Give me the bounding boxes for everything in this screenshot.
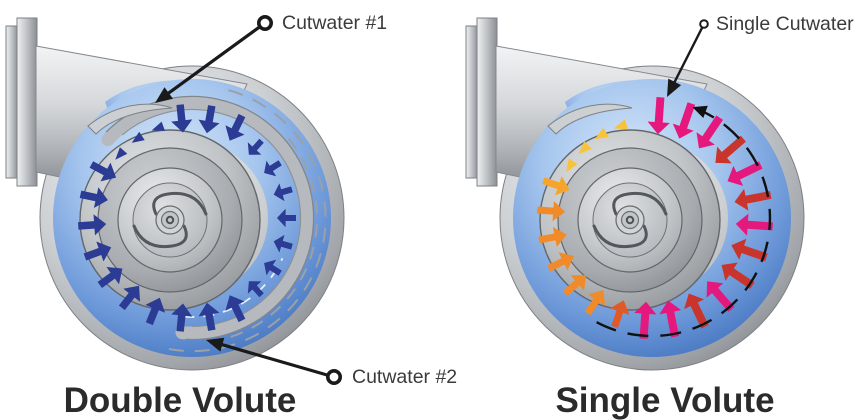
flow-arrow [115, 147, 128, 160]
cutwater-1-label: Cutwater #1 [282, 12, 388, 34]
cutwater-2-label: Cutwater #2 [352, 366, 458, 388]
flow-arrow [97, 267, 123, 288]
pressure-arrow [672, 102, 696, 139]
pressure-arrow [696, 115, 723, 149]
impeller [539, 129, 721, 311]
flow-arrow [171, 104, 193, 133]
annotation-leaders [155, 14, 709, 385]
discharge-flange [465, 25, 479, 179]
flow-arrow [171, 303, 193, 332]
single-volute-pump [465, 17, 805, 371]
leader-line [217, 341, 335, 379]
pressure-arrow [562, 275, 587, 297]
flow-arrow [145, 297, 166, 326]
leader-dot-marker [699, 19, 709, 29]
flow-arrow [131, 131, 145, 143]
leader-ring-marker [325, 368, 342, 385]
pressure-arrow [647, 97, 670, 135]
single-volute-title: Single Volute [555, 381, 775, 420]
pressure-arrow [706, 281, 735, 312]
circulation-arrowhead [692, 105, 708, 118]
leader-arrowhead [667, 78, 682, 97]
impeller [79, 129, 261, 311]
pressure-arrow [721, 262, 755, 289]
leader-ring-marker [256, 14, 273, 31]
pressure-arrow [731, 238, 768, 262]
flow-arrow [79, 187, 108, 208]
flow-arrow [118, 285, 140, 311]
flow-arrow [225, 113, 246, 141]
pressure-arrow [578, 141, 592, 155]
flow-arrow [151, 121, 165, 131]
discharge-flange [476, 17, 498, 187]
pressure-arrow [727, 161, 763, 186]
pressure-arrow [566, 158, 578, 173]
double-volute-pump [5, 17, 345, 371]
pressure-arrow [684, 293, 709, 329]
flow-arrow [198, 302, 220, 331]
pressure-arrow [659, 300, 682, 338]
inner-volute-wall [101, 96, 314, 340]
flow-arrow [83, 241, 112, 262]
pressure-arrow [734, 188, 772, 211]
pressure-arrow [538, 226, 567, 247]
leader-arrowhead [155, 87, 173, 103]
leader-line [163, 21, 266, 98]
pressure-arrow [594, 127, 609, 140]
pressure-arrow [584, 290, 606, 316]
outer-channel-flow-guide [230, 133, 318, 338]
flow-arrow [89, 161, 117, 182]
flow-arrow [264, 160, 282, 177]
discharge-flange [5, 25, 19, 179]
flow-arrow [277, 208, 296, 228]
pressure-arrow [735, 213, 773, 236]
flow-arrow [247, 281, 264, 298]
pressure-arrow [547, 252, 574, 272]
pressure-arrow [715, 135, 746, 164]
discharge-flange [16, 17, 38, 187]
flow-arrow [273, 183, 293, 202]
pressure-arrow [542, 176, 570, 196]
double-volute-title: Double Volute [63, 381, 297, 420]
flow-arrow [273, 234, 293, 253]
pressure-arrow [613, 119, 629, 130]
leader-arrowhead [206, 337, 225, 352]
single-cutwater-label: Single Cutwater [716, 13, 854, 35]
flow-arrows [537, 97, 773, 339]
flow-arrow [247, 138, 264, 155]
flow-arrow [225, 295, 246, 323]
flow-arrows [78, 104, 296, 332]
pressure-arrow [537, 201, 566, 222]
cutwater-tongue [87, 103, 173, 135]
flow-arrow [264, 259, 282, 276]
pressure-arrow [634, 301, 657, 339]
flow-arrow [198, 105, 220, 134]
cutwater-tongue [547, 103, 633, 135]
leader-line [671, 23, 706, 87]
flow-arrow [78, 214, 107, 236]
pressure-arrow [610, 300, 630, 328]
